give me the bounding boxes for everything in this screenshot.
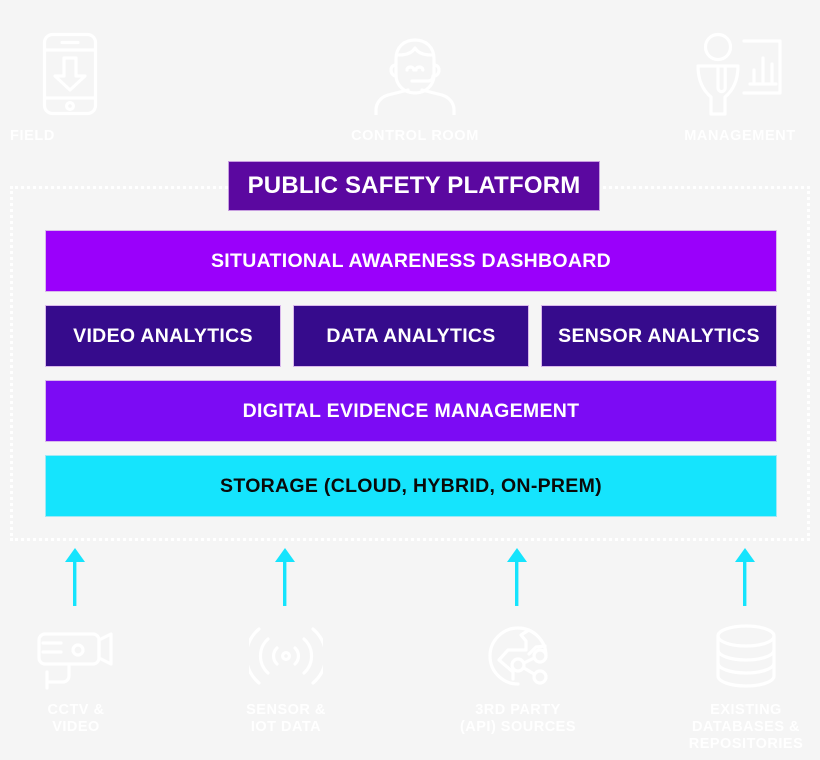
public-safety-platform-banner: PUBLIC SAFETY PLATFORM [228, 161, 600, 211]
top-consumers-row: FIELD CONTROL ROOM [0, 0, 820, 158]
cctv-camera-icon [12, 620, 140, 692]
source-node-label: SENSOR & IOT DATA [246, 702, 326, 736]
flow-arrow-up-icon [734, 548, 756, 606]
row-label: SENSOR ANALYTICS [558, 324, 760, 347]
top-node-field: FIELD [0, 28, 140, 145]
top-node-management: MANAGEMENT [660, 28, 820, 145]
operator-headset-icon [330, 28, 500, 120]
flow-arrow-up-icon [506, 548, 528, 606]
row-label: SITUATIONAL AWARENESS DASHBOARD [210, 249, 612, 272]
flow-arrow-up-icon [274, 548, 296, 606]
row-label: VIDEO ANALYTICS [73, 324, 253, 347]
row-storage: STORAGE (CLOUD, HYBRID, ON-PREM) [45, 455, 777, 517]
mobile-download-icon [0, 28, 140, 120]
source-node-sensor: SENSOR & IOT DATA [222, 620, 350, 736]
row-label: DATA ANALYTICS [326, 324, 496, 347]
row-label: DIGITAL EVIDENCE MANAGEMENT [242, 399, 580, 422]
presenter-chart-icon [660, 28, 820, 120]
platform-stack: SITUATIONAL AWARENESS DASHBOARD VIDEO AN… [45, 230, 777, 517]
top-node-label: CONTROL ROOM [351, 128, 479, 144]
row-label: STORAGE (CLOUD, HYBRID, ON-PREM) [220, 474, 602, 497]
analytics-row: VIDEO ANALYTICS DATA ANALYTICS SENSOR AN… [45, 305, 777, 367]
data-flow-arrows [0, 548, 820, 610]
row-digital-evidence-management: DIGITAL EVIDENCE MANAGEMENT [45, 380, 777, 442]
source-node-label: 3RD PARTY (API) SOURCES [459, 702, 577, 736]
source-node-database: EXISTING DATABASES & REPOSITORIES [678, 620, 814, 753]
box-sensor-analytics: SENSOR ANALYTICS [541, 305, 777, 367]
data-sources-row: CCTV & VIDEO SENSOR & IOT DATA [0, 612, 820, 760]
source-node-cctv: CCTV & VIDEO [12, 620, 140, 736]
source-node-api: 3RD PARTY (API) SOURCES [452, 620, 584, 736]
platform-banner-label: PUBLIC SAFETY PLATFORM [247, 172, 581, 199]
database-cylinder-icon [678, 620, 814, 692]
top-node-label: MANAGEMENT [684, 128, 796, 144]
source-node-label: CCTV & VIDEO [47, 702, 105, 736]
globe-network-icon [452, 620, 584, 692]
box-data-analytics: DATA ANALYTICS [293, 305, 529, 367]
top-node-control-room: CONTROL ROOM [330, 28, 500, 145]
source-node-label: EXISTING DATABASES & REPOSITORIES [688, 702, 804, 753]
box-video-analytics: VIDEO ANALYTICS [45, 305, 281, 367]
row-situational-awareness-dashboard: SITUATIONAL AWARENESS DASHBOARD [45, 230, 777, 292]
flow-arrow-up-icon [64, 548, 86, 606]
signal-waves-icon [222, 620, 350, 692]
top-node-label: FIELD [10, 128, 55, 144]
